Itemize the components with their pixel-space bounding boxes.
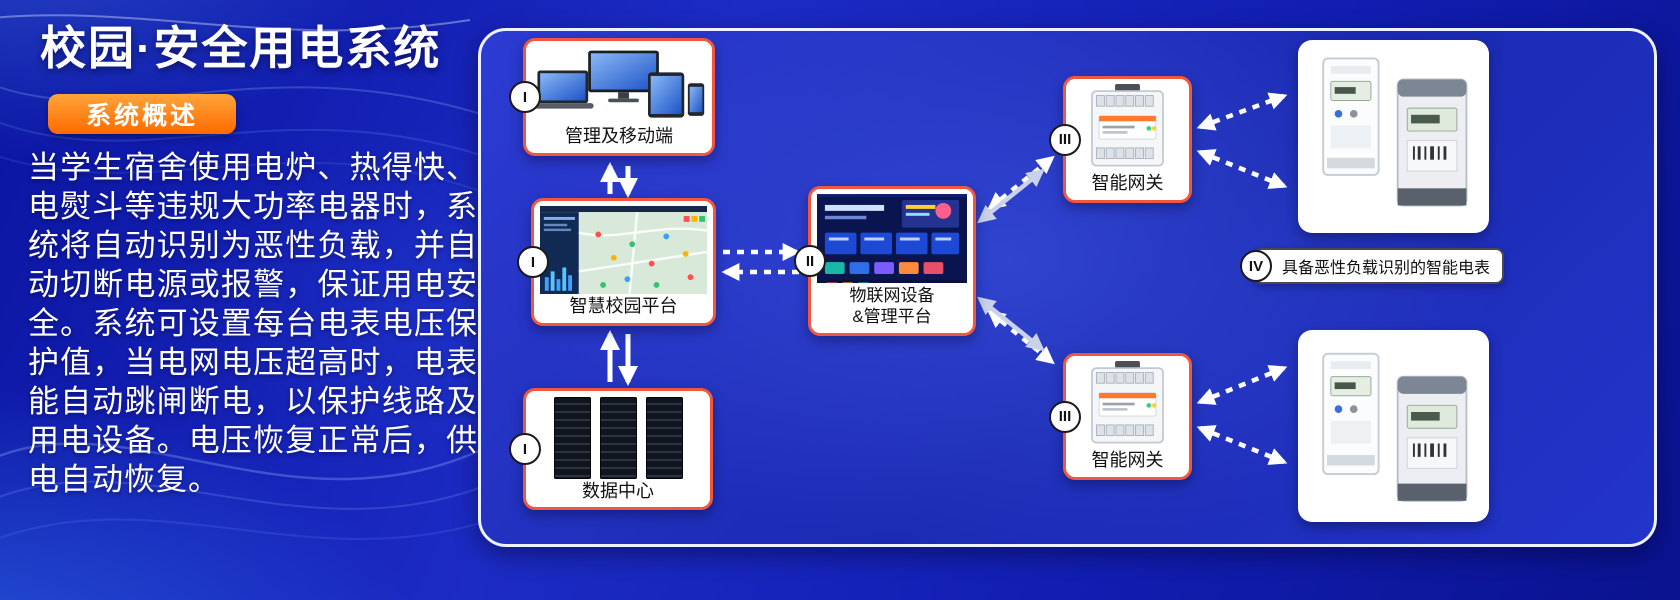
node-data-center: 数据中心 I bbox=[509, 388, 713, 510]
dashboard-illustration bbox=[534, 201, 713, 294]
numeral-badge-7: IV bbox=[1240, 250, 1272, 282]
node-label-gateway-top: 智能网关 bbox=[1091, 173, 1164, 193]
numeral-badge-1: I bbox=[509, 81, 541, 113]
smart-meters-illustration bbox=[1321, 57, 1468, 207]
devices-illustration bbox=[526, 41, 712, 124]
node-label-management: 管理及移动端 bbox=[565, 126, 673, 146]
smart-meters-panel-bottom bbox=[1298, 330, 1489, 522]
node-label-iot-line1: 物联网设备 bbox=[849, 286, 935, 305]
node-smart-gateway-top: 智能网关 III bbox=[1049, 76, 1192, 203]
server-rack bbox=[599, 397, 637, 479]
smart-meters-panel-top bbox=[1298, 40, 1489, 233]
node-smart-gateway-bottom: 智能网关 III bbox=[1049, 353, 1192, 480]
node-iot-platform: 物联网设备 &管理平台 II bbox=[794, 186, 976, 336]
server-rack bbox=[645, 397, 683, 479]
smart-meters-label-pill: IV 具备恶性负载识别的智能电表 bbox=[1240, 248, 1505, 284]
gateway-illustration bbox=[1066, 79, 1189, 171]
node-label-campus: 智慧校园平台 bbox=[569, 296, 678, 316]
numeral-badge-5: III bbox=[1049, 123, 1081, 156]
description-text: 当学生宿舍使用电炉、热得快、电熨斗等违规大功率电器时，系统将自动识别为恶性负载，… bbox=[28, 150, 478, 497]
gateway-illustration bbox=[1066, 356, 1189, 448]
overview-badge: 系统概述 bbox=[48, 94, 236, 134]
numeral-badge-2: I bbox=[517, 246, 549, 278]
numeral-badge-3: I bbox=[509, 433, 541, 465]
node-label-iot: 物联网设备 &管理平台 bbox=[811, 283, 973, 333]
smart-meters-illustration bbox=[1321, 352, 1468, 502]
smart-meters-label: 具备恶性负载识别的智能电表 bbox=[1282, 260, 1491, 277]
node-label-iot-line2: &管理平台 bbox=[852, 307, 932, 326]
numeral-badge-4: II bbox=[794, 245, 826, 277]
node-label-gateway-bottom: 智能网关 bbox=[1091, 450, 1164, 470]
node-label-datacenter: 数据中心 bbox=[582, 481, 654, 501]
node-smart-campus-platform: 智慧校园平台 I bbox=[517, 198, 716, 326]
page-title: 校园·安全用电系统 bbox=[40, 22, 442, 74]
iot-platform-illustration bbox=[811, 189, 973, 283]
server-racks-illustration bbox=[526, 391, 710, 479]
node-management-mobile: 管理及移动端 I bbox=[509, 38, 715, 156]
server-rack bbox=[553, 397, 591, 479]
numeral-badge-6: III bbox=[1049, 400, 1081, 433]
